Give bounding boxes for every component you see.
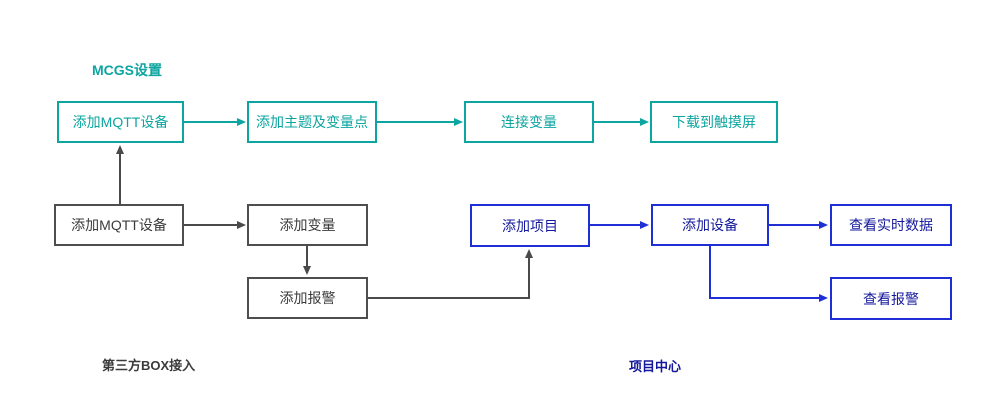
node-cloud-add-project: 添加项目 — [470, 204, 590, 247]
arrow-add-alarm-to-add-project — [368, 249, 533, 299]
node-box-add-mqtt-device: 添加MQTT设备 — [54, 204, 184, 246]
node-mcgs-add-topic-and-tags: 添加主题及变量点 — [247, 101, 377, 143]
node-mcgs-add-mqtt-device: 添加MQTT设备 — [57, 101, 184, 143]
node-box-add-variable: 添加变量 — [247, 204, 368, 246]
node-mcgs-download-to-hmi: 下载到触摸屏 — [650, 101, 778, 143]
node-cloud-view-alarm: 查看报警 — [830, 277, 952, 320]
node-cloud-add-device: 添加设备 — [651, 204, 769, 246]
node-cloud-view-realtime-data: 查看实时数据 — [830, 204, 952, 246]
section-label-project-center: 项目中心 — [629, 359, 682, 374]
section-label-third-party-box: 第三方BOX接入 — [102, 358, 196, 373]
arrow-add-device-to-view-alarm — [709, 246, 828, 302]
node-mcgs-link-variables: 连接变量 — [464, 101, 594, 143]
section-title-mcgs-settings: MCGS设置 — [92, 62, 162, 78]
node-box-add-alarm: 添加报警 — [247, 277, 368, 319]
